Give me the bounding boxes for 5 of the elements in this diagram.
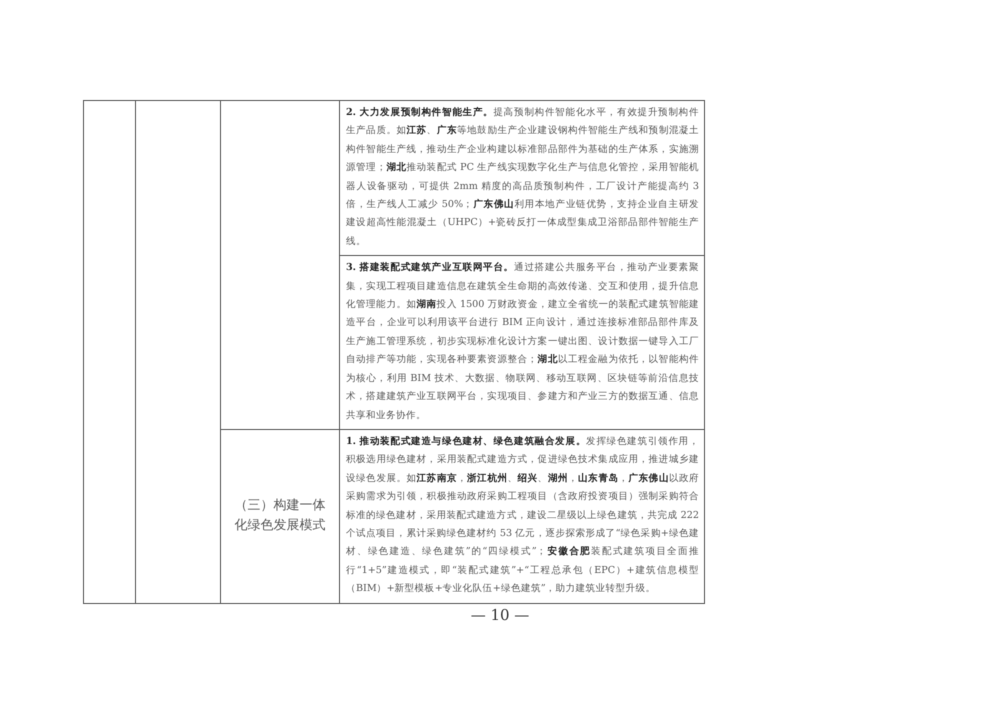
page-number: — 10 — [470, 606, 530, 624]
policy-paragraph: 1. 推动装配式建造与绿色建材、绿色建筑融合发展。发挥绿色建筑引领作用，积极选用绿色建材，采用装配式建造方式，促进绿色技术集成应用，推进城乡建设绿色发展。如江苏南京，浙江杭州、绍兴、湖州，山东青岛，广东佛山以政府采购需求为引领，积极推动政府采购工程项目（含政府投资项目）强制采购符合标准的绿色建材，采用装配式建造方式，建设二星级以上绿色建筑，共完成 222 个试点项目，累计采购绿色建材约 53 亿元，逐步探索形成了“绿色采购+绿色建材、绿色建造、绿色建筑”的“四绿模式”；安徽合肥装配式建筑项目全面推行“1+5”建造模式，即“装配式建筑”+“工程总承包（EPC）+建筑信息模型（BIM）+新型模板+专业化队伍+绿色建筑”，助力建筑业转型升级。 [345, 434, 700, 596]
section-heading: （三）构建一体化绿色发展模式 [234, 497, 326, 536]
policy-paragraph: 2. 大力发展预制构件智能生产。提高预制构件智能化水平，有效提升预制构件生产品质。如江苏、广东等地鼓励生产企业建设钢构件智能生产线和预制混凝土构件智能生产线，推动生产企业构建以标准部品部件为基础的生产体系，实施溯源管理；湖北推动装配式 PC 生产线实现数字化生产与信息化管控，采用智能机器人设备驱动，可提供 2mm 精度的高品质预制构件，工厂设计产能提高约 3 倍，生产线人工减少 50%；广东佛山利用本地产业链优势，支持企业自主研发建设超高性能混凝土（UHPC）+瓷砖反打一体成型集成卫浴部品部件智能生产线。 [345, 106, 700, 249]
policy-paragraph: 3. 搭建装配式建筑产业互联网平台。通过搭建公共服务平台，推动产业要素聚集，实现工程项目建造信息在建筑全生命期的高效传递、交互和使用，提升信息化管理能力。如湖南投入 1500 万财政资金，建立全省统一的装配式建筑智能建造平台，企业可以利用该平台进行 BIM 正向设计，通过连接标准部品部件库及生产施工管理系统，初步实现标准化设计方案一键出图、设计数据一键导入工厂自动排产等功能，实现各种要素资源整合；湖北以工程金融为依托，以智能构件为核心，利用 BIM 技术、大数据、物联网、移动互联网、区块链等前沿信息技术，搭建建筑产业互联网平台，实现项目、参建方和产业三方的数据互通、信息共享和业务协作。 [345, 261, 700, 422]
